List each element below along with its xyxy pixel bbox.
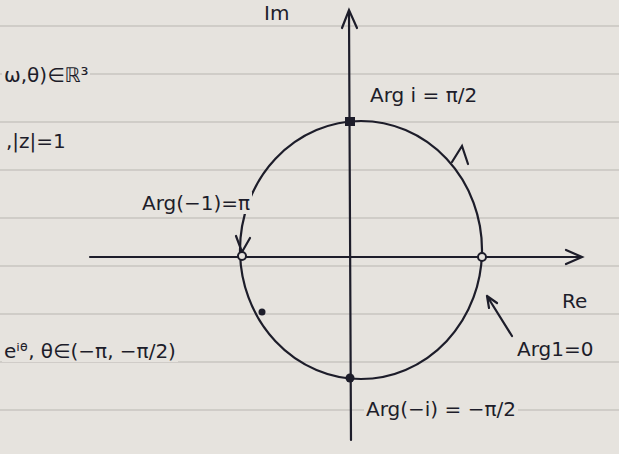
point-i: [345, 117, 355, 126]
margin-note: ,|z|=1: [4, 130, 68, 152]
margin-note: eⁱᶿ, θ∈(−π, −π/2): [2, 340, 178, 362]
direction-arrow: [236, 236, 250, 252]
unit-circle: [240, 121, 482, 379]
axis-arrowhead: [566, 250, 582, 264]
point-1: [478, 253, 486, 261]
argument-note: Arg(−1)=π: [140, 192, 252, 214]
leader-arrow: [487, 296, 512, 336]
paper-rules: [0, 26, 619, 410]
real-axis: [90, 256, 580, 258]
axis-label: Re: [560, 290, 589, 312]
direction-arrow: [452, 146, 468, 164]
argument-note: Arg(−i) = −π/2: [364, 398, 518, 420]
margin-note: ω,θ)∈ℝ³: [2, 64, 90, 86]
point-minus-1: [238, 252, 246, 260]
point-minus-i: [346, 374, 355, 383]
points: [238, 117, 486, 383]
axis-label: Im: [262, 2, 291, 24]
argument-note: Arg i = π/2: [368, 84, 479, 106]
axis-arrowhead: [342, 10, 357, 28]
point-e-itheta: [259, 309, 266, 316]
argument-note: Arg1=0: [515, 338, 595, 360]
